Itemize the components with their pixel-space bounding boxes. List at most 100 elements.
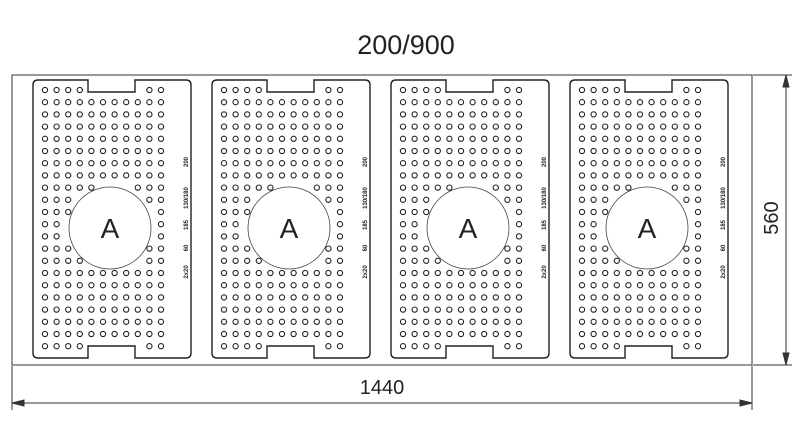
perforation-hole [660,160,667,167]
perforation-hole [220,147,228,155]
perforation-hole [636,282,644,289]
perforation-hole [694,318,702,325]
perforation-hole [65,123,72,130]
perforation-hole [99,135,107,142]
perforation-hole [220,196,228,203]
perforation-hole [41,330,49,338]
perforation-hole [157,196,165,203]
perforation-hole [481,147,488,155]
perforation-hole [41,208,49,216]
perforation-hole [504,245,511,252]
perforation-hole [578,86,586,94]
perforation-hole [423,160,430,167]
perforation-hole [325,172,332,179]
perforation-hole [636,269,644,277]
perforation-hole [76,269,83,277]
perforation-hole [220,208,228,216]
perforation-hole [267,111,274,118]
perforation-hole [613,123,620,130]
perforation-hole [336,160,344,167]
perforation-hole [41,282,49,289]
perforation-hole [325,184,332,191]
perforation-hole [220,257,228,264]
perforation-hole [515,123,523,130]
perforation-hole [123,318,130,325]
perforation-hole [492,282,499,289]
perforation-hole [313,172,320,179]
center-opening [426,186,510,270]
perforation-hole [457,135,465,142]
perforation-hole [88,294,95,301]
perforation-hole [694,123,702,130]
perforation-hole [157,172,165,179]
perforation-hole [255,306,262,313]
perforation-hole [457,99,465,106]
perforation-hole [457,282,465,289]
perforation-hole [578,294,586,301]
perforation-hole [88,172,95,179]
perforation-hole [134,318,141,325]
perforation-hole [53,196,60,203]
perforation-hole [325,135,332,142]
perforation-hole [578,123,586,130]
perforation-hole [255,184,262,191]
side-mark: 60 [542,244,548,251]
perforation-hole [290,306,297,313]
perforation-hole [648,160,655,167]
perforation-hole [648,111,655,118]
perforation-hole [613,343,620,350]
perforation-hole [423,282,430,289]
perforation-hole [578,184,586,191]
perforation-hole [648,99,655,106]
perforation-hole [41,269,49,277]
perforation-hole [244,269,251,277]
perforation-hole [694,99,702,106]
perforation-hole [660,147,667,155]
perforation-hole [111,135,118,142]
perforation-hole [399,294,407,301]
perforation-hole [290,160,297,167]
perforation-hole [111,172,118,179]
perforation-hole [41,135,49,142]
perforation-hole [232,172,239,179]
perforation-hole [469,282,476,289]
perforation-hole [157,282,165,289]
perforation-hole [53,269,60,277]
perforation-hole [660,282,667,289]
perforation-hole [446,111,453,118]
perforation-hole [134,123,141,130]
perforation-hole [134,184,141,191]
perforation-hole [336,282,344,289]
perforation-hole [41,294,49,301]
perforation-hole [41,196,49,203]
perforation-hole [232,343,239,350]
perforation-hole [648,294,655,301]
perforation-hole [602,330,609,338]
perforation-hole [590,343,597,350]
side-mark: 130/180 [721,187,727,209]
perforation-hole [278,135,286,142]
perforation-hole [423,257,430,264]
perforation-hole [492,318,499,325]
perforation-hole [411,208,418,216]
perforation-hole [683,257,690,264]
perforation-hole [146,343,153,350]
perforation-hole [469,111,476,118]
perforation-hole [590,318,597,325]
perforation-hole [423,269,430,277]
perforation-hole [399,318,407,325]
panel-label: A [638,213,657,244]
perforation-hole [244,123,251,130]
perforation-hole [65,196,72,203]
perforation-hole [123,135,130,142]
perforation-hole [244,86,251,94]
perforation-hole [636,306,644,313]
perforation-hole [469,99,476,106]
perforation-hole [302,99,309,106]
side-mark: 130/180 [363,187,369,209]
perforation-hole [683,196,690,203]
perforation-hole [636,111,644,118]
perforation-hole [648,306,655,313]
perforation-hole [267,123,274,130]
perforation-hole [336,257,344,264]
